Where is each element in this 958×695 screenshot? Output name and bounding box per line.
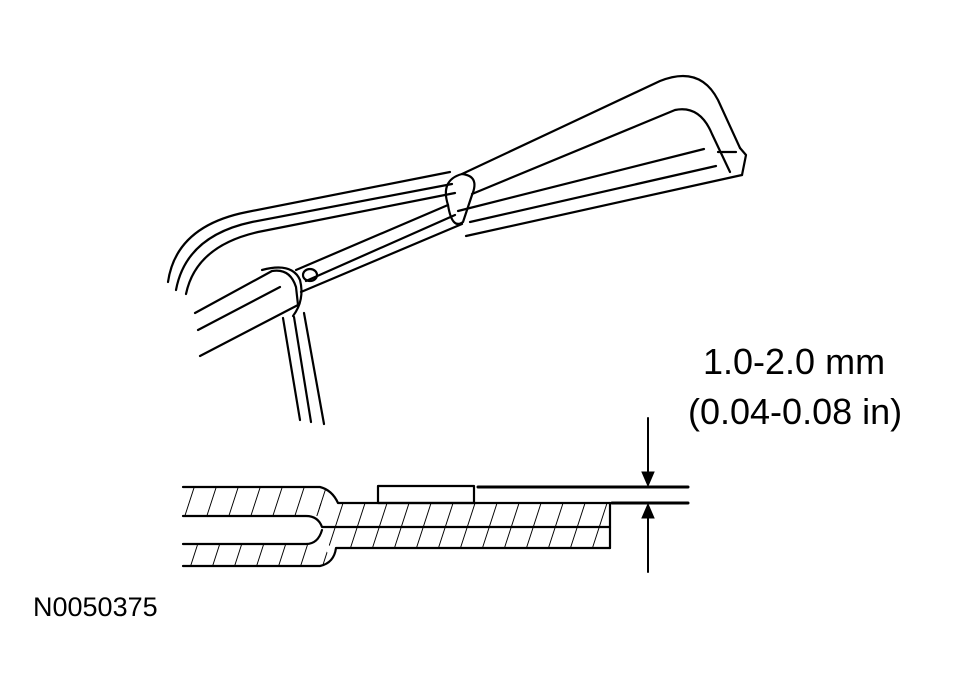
left-arm-mid [176,184,452,290]
lower-wall-outline-bottom [183,548,610,566]
dimension-arrow-icon [478,418,688,572]
lower-handle-inner-line [198,287,280,330]
left-arm-inner [186,193,455,294]
shaft-lower [301,224,462,292]
measurement-in-label: (0.04-0.08 in) [688,391,903,432]
right-lower-arm-top [458,149,704,211]
pivot-collar [262,268,301,316]
left-arm-outer [168,172,450,282]
lower-wall-outline-top [183,530,322,544]
right-lower-arm-tip [740,148,746,175]
pliers-icon [168,76,746,424]
right-arm-outer [462,76,740,174]
right-lower-arm-bottom [466,175,742,236]
upper-wall-outline-top [183,487,476,503]
upper-wall-hatched-right [318,503,610,530]
right-arm-inner-top [472,109,730,194]
raised-band [378,486,474,503]
shaft-inner [306,215,455,281]
right-arm-inner-bottom [470,166,716,222]
lower-handle-outline [195,271,298,356]
upper-wall-hatched-left [183,487,336,516]
tube-cross-section-icon [183,486,610,566]
arrow-up-head [642,504,654,518]
pivot-leg-right [304,313,324,424]
upper-wall-outline-bottom [183,516,610,527]
shaft-upper [296,205,448,270]
arrow-down-head [642,472,654,486]
pivot-leg-middle [294,317,311,422]
measurement-mm-label: 1.0-2.0 mm [703,341,886,382]
lower-wall-hatched-right [320,530,610,548]
pivot-leg-left [283,318,300,420]
figure-id-label: N0050375 [33,592,158,622]
lower-wall-hatched-left [183,544,334,566]
crossover-collar [446,174,475,224]
